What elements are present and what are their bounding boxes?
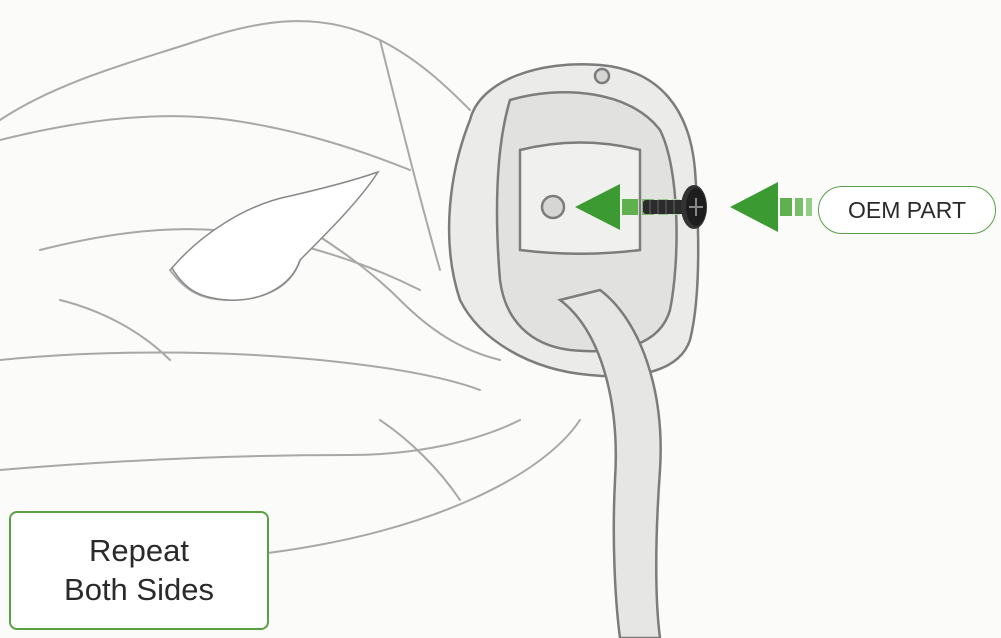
finger-gap — [172, 172, 378, 300]
oem-part-label: OEM PART — [818, 186, 996, 234]
repeat-both-sides-note: Repeat Both Sides — [9, 511, 269, 630]
earcup-sketch — [449, 64, 698, 376]
insert-arrow-icon — [730, 182, 812, 232]
repeat-note-line2: Both Sides — [64, 571, 214, 610]
oem-part-text: OEM PART — [848, 197, 966, 224]
repeat-note-line1: Repeat — [89, 532, 189, 571]
